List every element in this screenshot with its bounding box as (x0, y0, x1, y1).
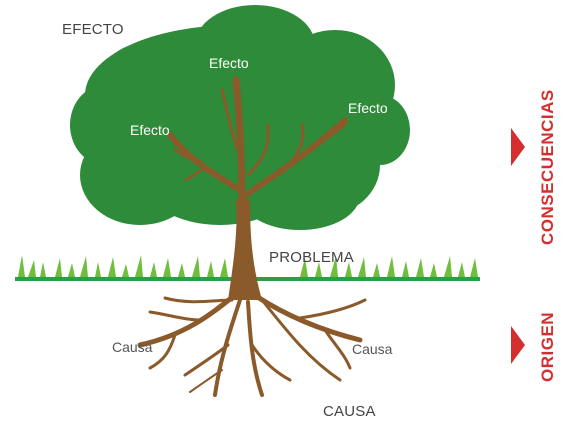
causa-label-1: Causa (112, 339, 153, 355)
causa-label-2: Causa (352, 341, 393, 357)
consecuencias-label: CONSECUENCIAS (538, 89, 557, 245)
tree-trunk (167, 76, 348, 300)
causa-bottom-label: CAUSA (323, 403, 376, 420)
tree-roots (137, 292, 367, 397)
efecto-label-1: Efecto (209, 55, 249, 71)
consecuencias-arrow-icon (511, 128, 525, 166)
origen-label: ORIGEN (538, 311, 557, 382)
efecto-label-3: Efecto (130, 122, 170, 138)
origen-arrow-icon (511, 326, 525, 364)
problema-label: PROBLEMA (269, 249, 354, 266)
efecto-top-label: EFECTO (62, 21, 124, 38)
efecto-label-2: Efecto (348, 100, 388, 116)
